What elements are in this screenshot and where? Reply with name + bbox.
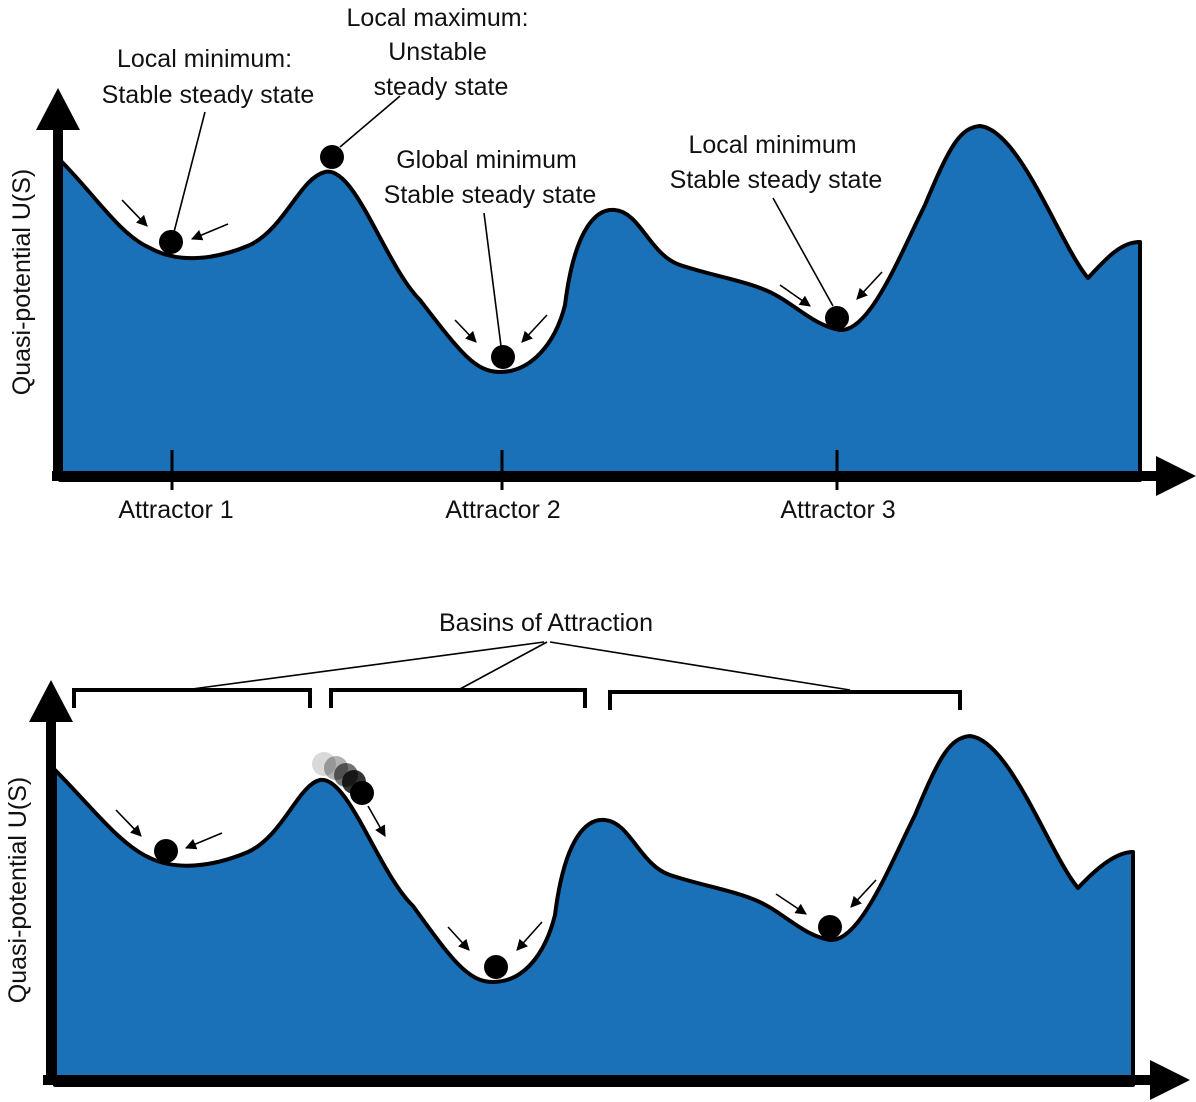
top-x-arrowhead: [1156, 456, 1196, 496]
ball-ghost-1: [312, 752, 336, 776]
ball-basin-3: [818, 915, 842, 939]
basins-leader-1: [191, 641, 545, 690]
attractor-3-label: Attractor 3: [780, 496, 895, 524]
basins-leader-2: [459, 641, 548, 690]
arrow-icon: [190, 223, 229, 241]
ball-basin-1: [154, 839, 178, 863]
annotation-local-min-left: Local minimum: Stable steady state: [102, 45, 315, 109]
basin-bracket-3: [608, 690, 962, 710]
attractor-2-label: Attractor 2: [445, 496, 560, 524]
basins-leader-3: [549, 641, 851, 691]
arrow-icon: [516, 921, 543, 951]
basin-bracket-1: [72, 688, 312, 708]
arrow-icon: [775, 893, 807, 915]
arrow-icon: [367, 805, 386, 837]
arrow-icon: [121, 199, 148, 227]
bottom-x-arrowhead: [1150, 1060, 1190, 1100]
bottom-landscape: [53, 734, 1135, 1087]
arrow-icon: [184, 832, 223, 850]
annotation-local-max: Local maximum: Unstable steady state: [347, 4, 536, 101]
attractor-1-label: Attractor 1: [118, 496, 233, 524]
top-landscape: [58, 124, 1142, 482]
ball-attractor-1: [159, 230, 183, 254]
top-y-axis-label: Quasi-potential U(S): [8, 169, 36, 395]
ball-attractor-2: [491, 345, 515, 369]
leader-local-min-left: [173, 111, 206, 233]
annotation-global-min: Global minimum Stable steady state: [384, 146, 597, 209]
top-y-arrowhead: [36, 88, 80, 130]
arrow-icon: [521, 314, 548, 343]
leader-global-min: [483, 212, 502, 347]
bottom-y-arrowhead: [29, 680, 73, 722]
top-panel: Attractor 1 Attractor 2 Attractor 3 Quas…: [8, 4, 1196, 524]
ball-attractor-3: [825, 306, 849, 330]
leader-local-max: [339, 95, 401, 148]
annotation-local-min-right: Local minimum Stable steady state: [670, 131, 883, 194]
ball-basin-2: [484, 955, 508, 979]
ball-rolling: [350, 781, 374, 805]
arrow-icon: [447, 926, 470, 951]
basins-of-attraction-label: Basins of Attraction: [439, 609, 653, 637]
arrow-icon: [454, 319, 477, 343]
arrow-icon: [856, 271, 883, 300]
arrow-icon: [115, 809, 142, 837]
basin-bracket-2: [329, 688, 587, 708]
bottom-panel: Quasi-potential U(S) Basins of Attractio…: [4, 609, 1190, 1100]
arrow-icon: [779, 284, 811, 307]
ball-local-max: [320, 145, 344, 169]
arrow-icon: [850, 879, 877, 908]
bottom-y-axis-label: Quasi-potential U(S): [4, 777, 32, 1003]
leader-local-min-right: [772, 197, 834, 307]
